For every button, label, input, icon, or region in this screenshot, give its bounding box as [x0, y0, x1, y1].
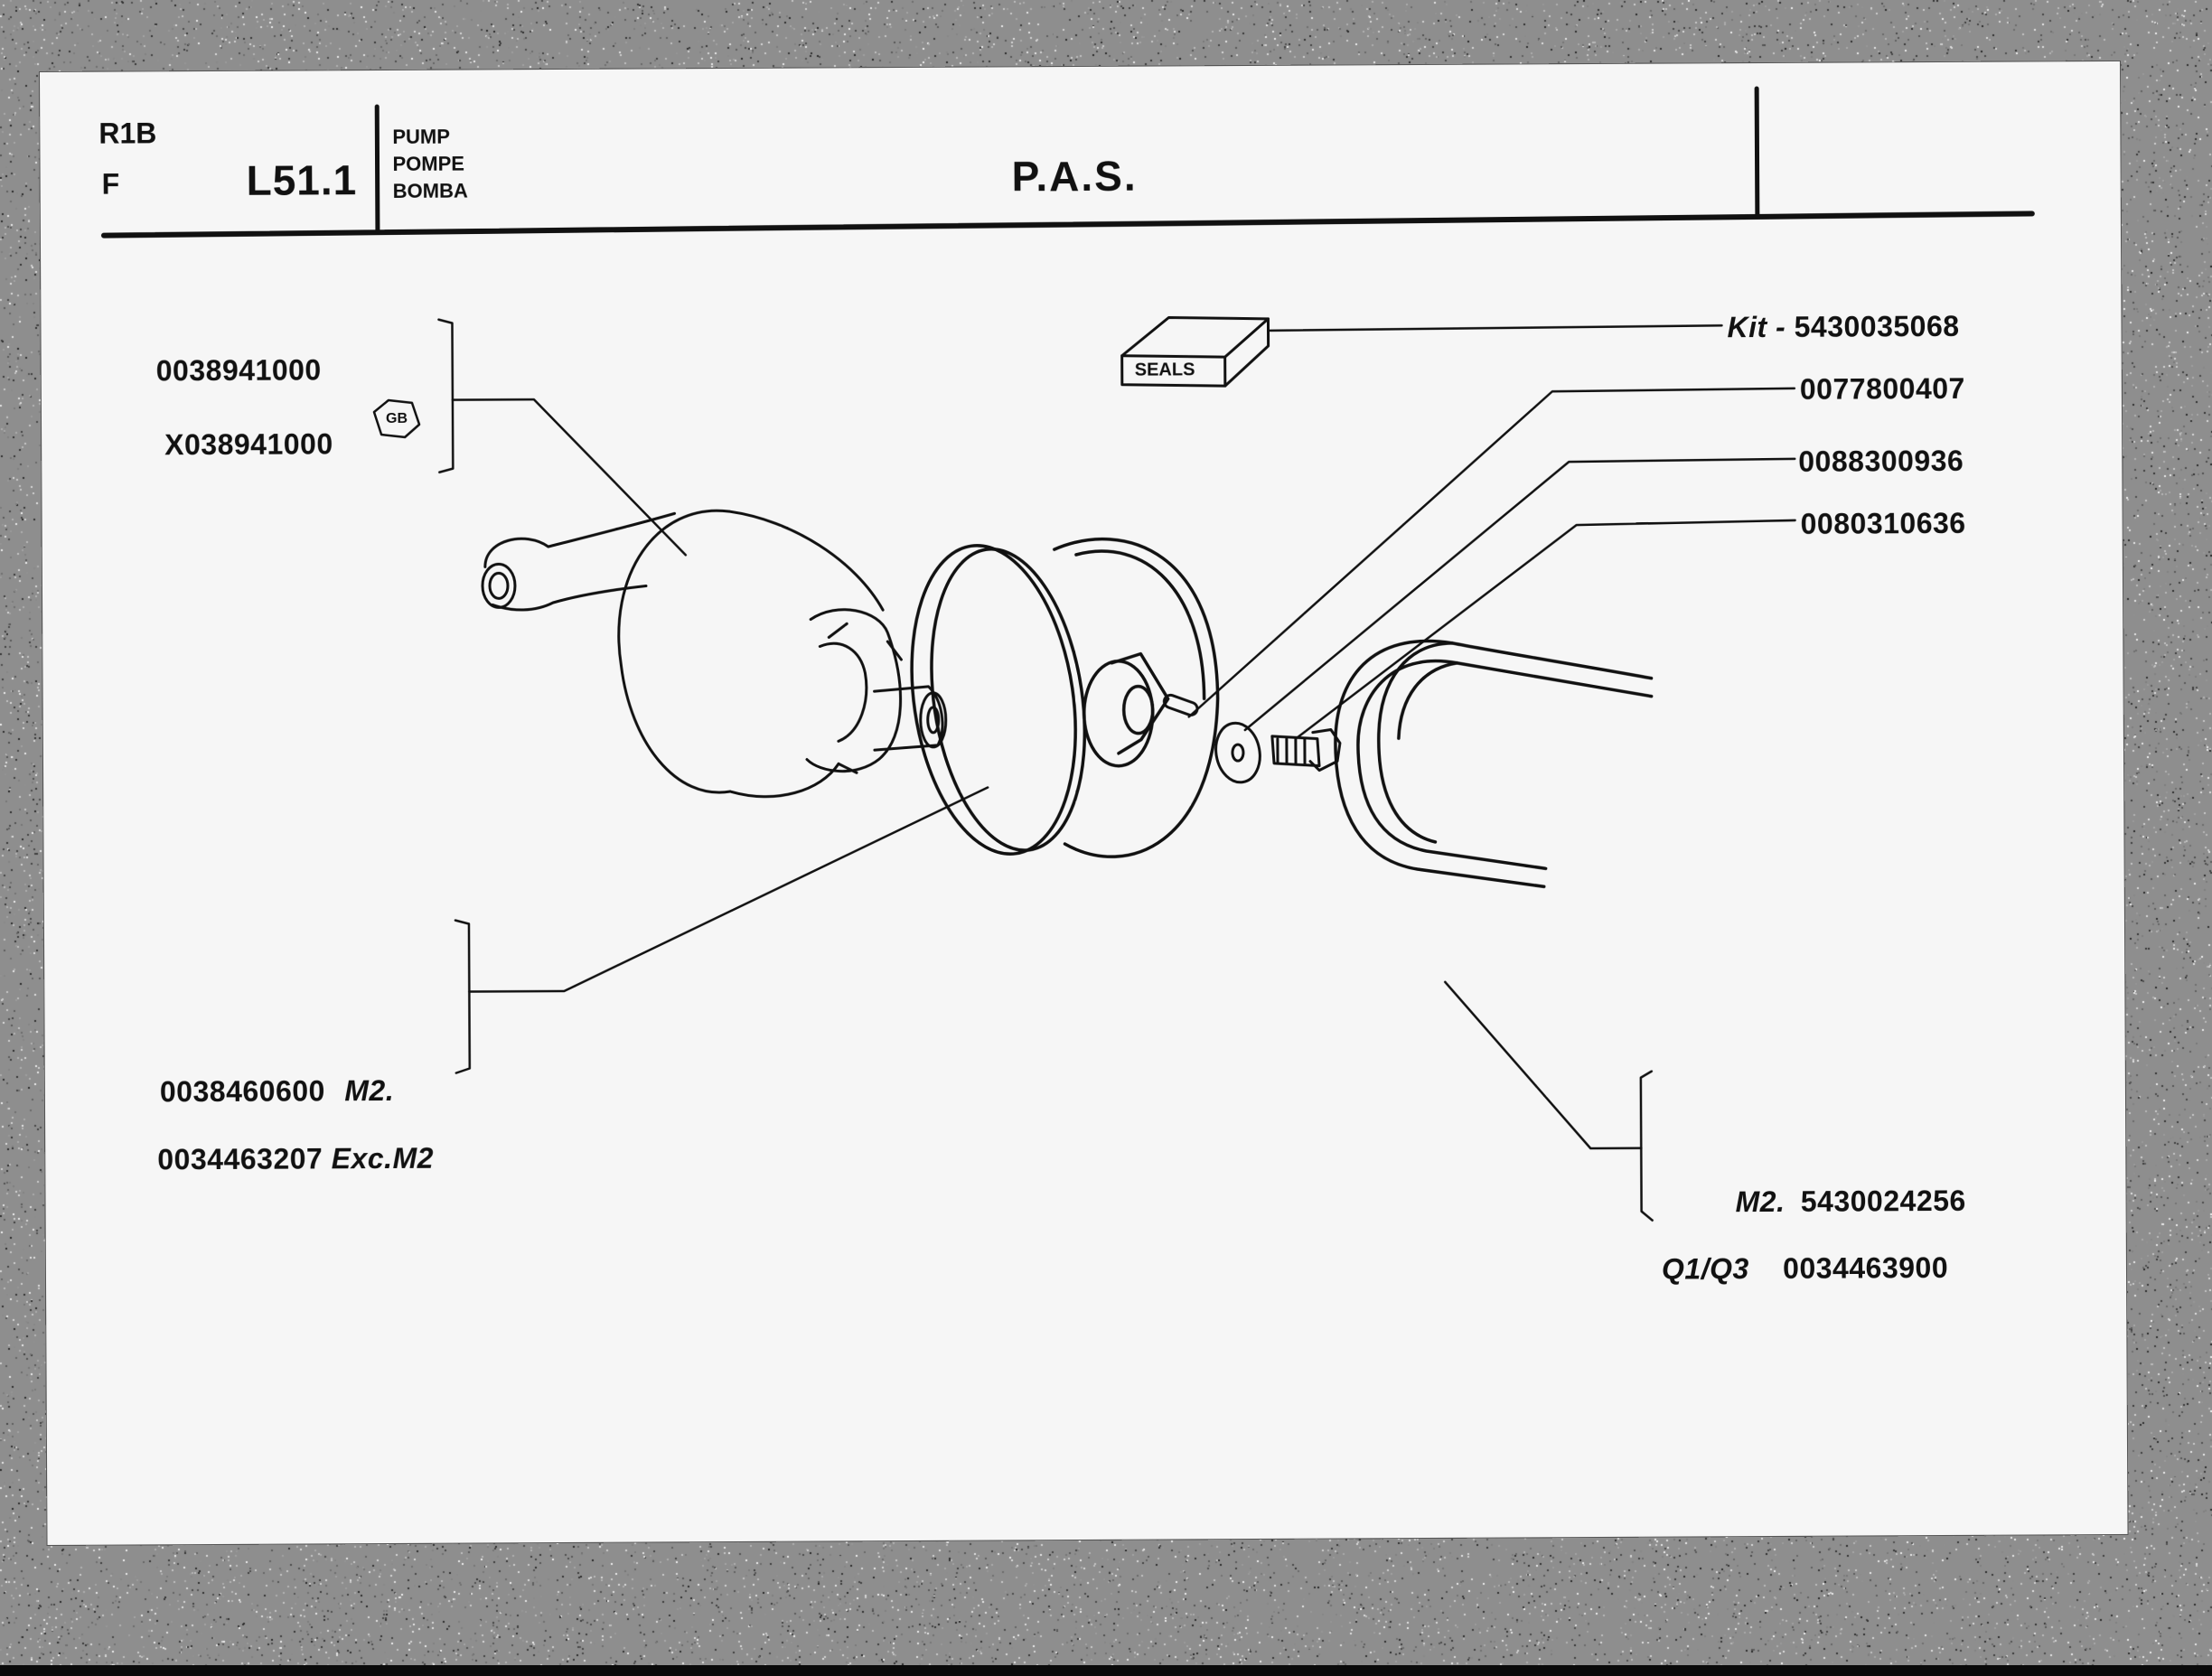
- header-divider-left: [374, 104, 380, 234]
- page-title: P.A.S.: [1011, 152, 1138, 201]
- section-number: L51.1: [246, 156, 358, 204]
- header-rule: [100, 211, 2035, 239]
- seals-kit-box: [1120, 315, 1270, 388]
- washer-part-number: 0088300936: [1798, 444, 1964, 478]
- belt-note-2: Q1/Q3: [1661, 1252, 1749, 1286]
- pulley-number-1: 0038460600: [159, 1074, 325, 1109]
- kit-number: 5430035068: [1794, 309, 1960, 343]
- model-code: R1B: [98, 117, 157, 150]
- kit-part-number: Kit - 5430035068: [1727, 309, 1960, 344]
- small-parts-drawing: [1162, 693, 1342, 784]
- gb-badge-label: GB: [385, 410, 408, 426]
- pump-part-number-2: X038941000: [164, 427, 333, 462]
- pulley-number-2: 0034463207: [157, 1142, 323, 1176]
- pulley-part-number-2: 0034463207 Exc.M2: [157, 1141, 435, 1176]
- exploded-view-diagram: [100, 86, 2035, 1222]
- belt-note-1: M2.: [1735, 1184, 1786, 1219]
- pump-drawing: [481, 509, 948, 799]
- gb-badge-icon: [372, 398, 421, 439]
- pulley-drawing: [910, 537, 1220, 858]
- part-name-es: BOMBA: [392, 179, 468, 202]
- seals-box-label: SEALS: [1134, 360, 1195, 380]
- part-name-en: PUMP: [392, 125, 451, 148]
- belt-number-2: 0034463900: [1783, 1250, 1949, 1285]
- parts-sheet: R1B F L51.1 PUMP POMPE BOMBA P.A.S. SEAL…: [40, 61, 2128, 1545]
- bolt-part-number: 0080310636: [1800, 506, 1966, 540]
- pulley-note-1: M2.: [344, 1073, 395, 1108]
- part-name-fr: POMPE: [392, 152, 465, 175]
- belt-number-1: 5430024256: [1800, 1184, 1966, 1218]
- leader-lines: [437, 318, 1796, 1222]
- pulley-note-2: Exc.M2: [331, 1141, 435, 1175]
- belt-part-number-2: Q1/Q3 0034463900: [1661, 1250, 1949, 1286]
- market-code: F: [101, 167, 120, 201]
- pulley-part-number-1: 0038460600 M2.: [159, 1073, 395, 1109]
- belt-part-number-1: M2. 5430024256: [1735, 1184, 1966, 1219]
- key-part-number: 0077800407: [1799, 371, 1965, 406]
- scan-edge: [0, 1665, 2212, 1676]
- pump-part-number-1: 0038941000: [155, 353, 322, 388]
- belt-drawing: [1334, 639, 1654, 889]
- kit-label: Kit -: [1727, 310, 1786, 344]
